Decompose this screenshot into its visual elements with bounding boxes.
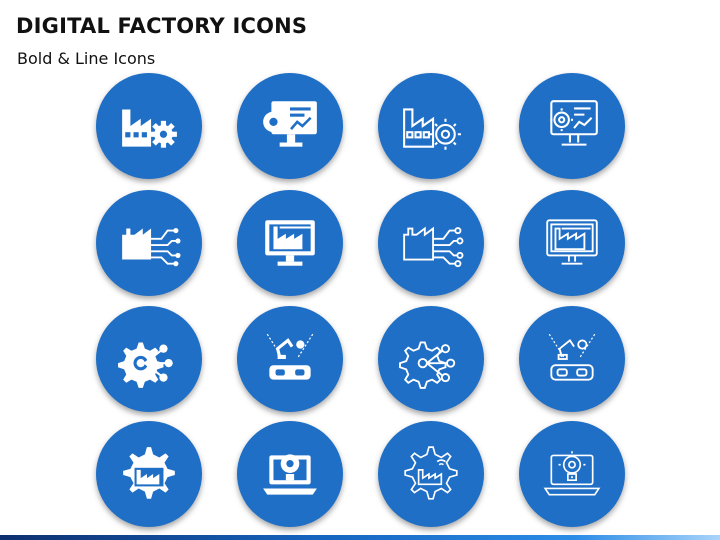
icon-tile — [519, 190, 625, 296]
monitor-factory-icon — [265, 220, 315, 266]
icon-tile — [519, 421, 625, 527]
page-title: DIGITAL FACTORY ICONS — [16, 14, 308, 38]
monitor-gear-chart-icon — [550, 100, 598, 146]
icon-tile — [378, 421, 484, 527]
icon-tile — [519, 73, 625, 179]
factory-circuit-icon — [403, 226, 464, 268]
monitor-gear-chart-icon — [263, 101, 317, 147]
page-subtitle: Bold & Line Icons — [17, 49, 156, 68]
factory-gear-icon — [403, 108, 461, 150]
icon-tile — [237, 306, 343, 412]
gear-factory-wifi-icon — [404, 446, 458, 500]
robot-arm-vr-icon — [548, 333, 596, 381]
icon-tile — [519, 306, 625, 412]
icon-tile — [96, 190, 202, 296]
robot-arm-vr-icon — [266, 333, 314, 380]
gear-network-icon — [399, 341, 456, 389]
icon-tile — [237, 190, 343, 296]
factory-circuit-icon — [122, 228, 181, 267]
icon-tile — [378, 73, 484, 179]
monitor-factory-icon — [546, 219, 598, 265]
icon-tile — [378, 190, 484, 296]
gear-network-icon — [118, 342, 173, 388]
icon-tile — [378, 306, 484, 412]
icon-tile — [96, 73, 202, 179]
icon-tile — [96, 421, 202, 527]
gear-factory-wifi-icon — [123, 447, 175, 499]
laptop-bulb-gear-icon — [263, 454, 317, 495]
footer-accent-bar — [0, 535, 720, 540]
icon-tile — [237, 421, 343, 527]
icon-tile — [237, 73, 343, 179]
icon-tile — [96, 306, 202, 412]
laptop-bulb-gear-icon — [543, 451, 601, 496]
factory-gear-icon — [122, 109, 177, 148]
